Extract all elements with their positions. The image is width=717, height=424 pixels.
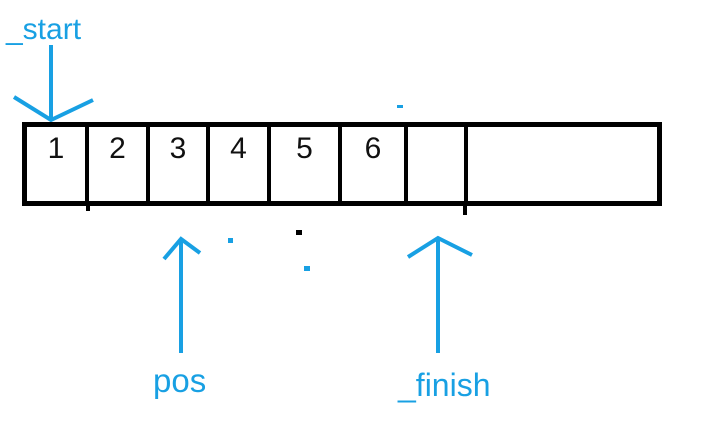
- stray-dot: [304, 266, 310, 271]
- stray-dot: [228, 238, 233, 243]
- pos-up-arrow-icon: [162, 236, 202, 353]
- array-cell-1: 2: [89, 127, 150, 201]
- start-down-arrow-icon: [12, 45, 94, 123]
- stray-dot: [397, 105, 403, 108]
- finish-up-arrow-icon: [406, 235, 473, 353]
- finish-pointer-label: _finish: [398, 367, 491, 403]
- array-cell-value: 4: [230, 132, 247, 165]
- stray-dot: [296, 230, 302, 235]
- array-cell-value: 5: [296, 132, 313, 165]
- array-cell-2: 3: [150, 127, 210, 201]
- array-cell-4: 5: [271, 127, 342, 201]
- array-cell-5: 6: [342, 127, 408, 201]
- array-cell-6: [408, 127, 468, 201]
- array-cell-value: 2: [109, 132, 126, 165]
- array-row: 1 2 3 4 5 6: [22, 122, 662, 206]
- array-cell-3: 4: [210, 127, 271, 201]
- divider-tick: [86, 205, 90, 211]
- pos-pointer-label: pos: [153, 362, 207, 399]
- array-cell-value: 6: [364, 132, 382, 165]
- start-pointer-label: _start: [6, 13, 82, 46]
- divider-tick: [463, 205, 467, 215]
- array-cell-0: 1: [27, 127, 89, 201]
- array-cell-value: 1: [47, 132, 65, 165]
- array-cell-7: [468, 127, 657, 201]
- array-cell-value: 3: [169, 132, 187, 165]
